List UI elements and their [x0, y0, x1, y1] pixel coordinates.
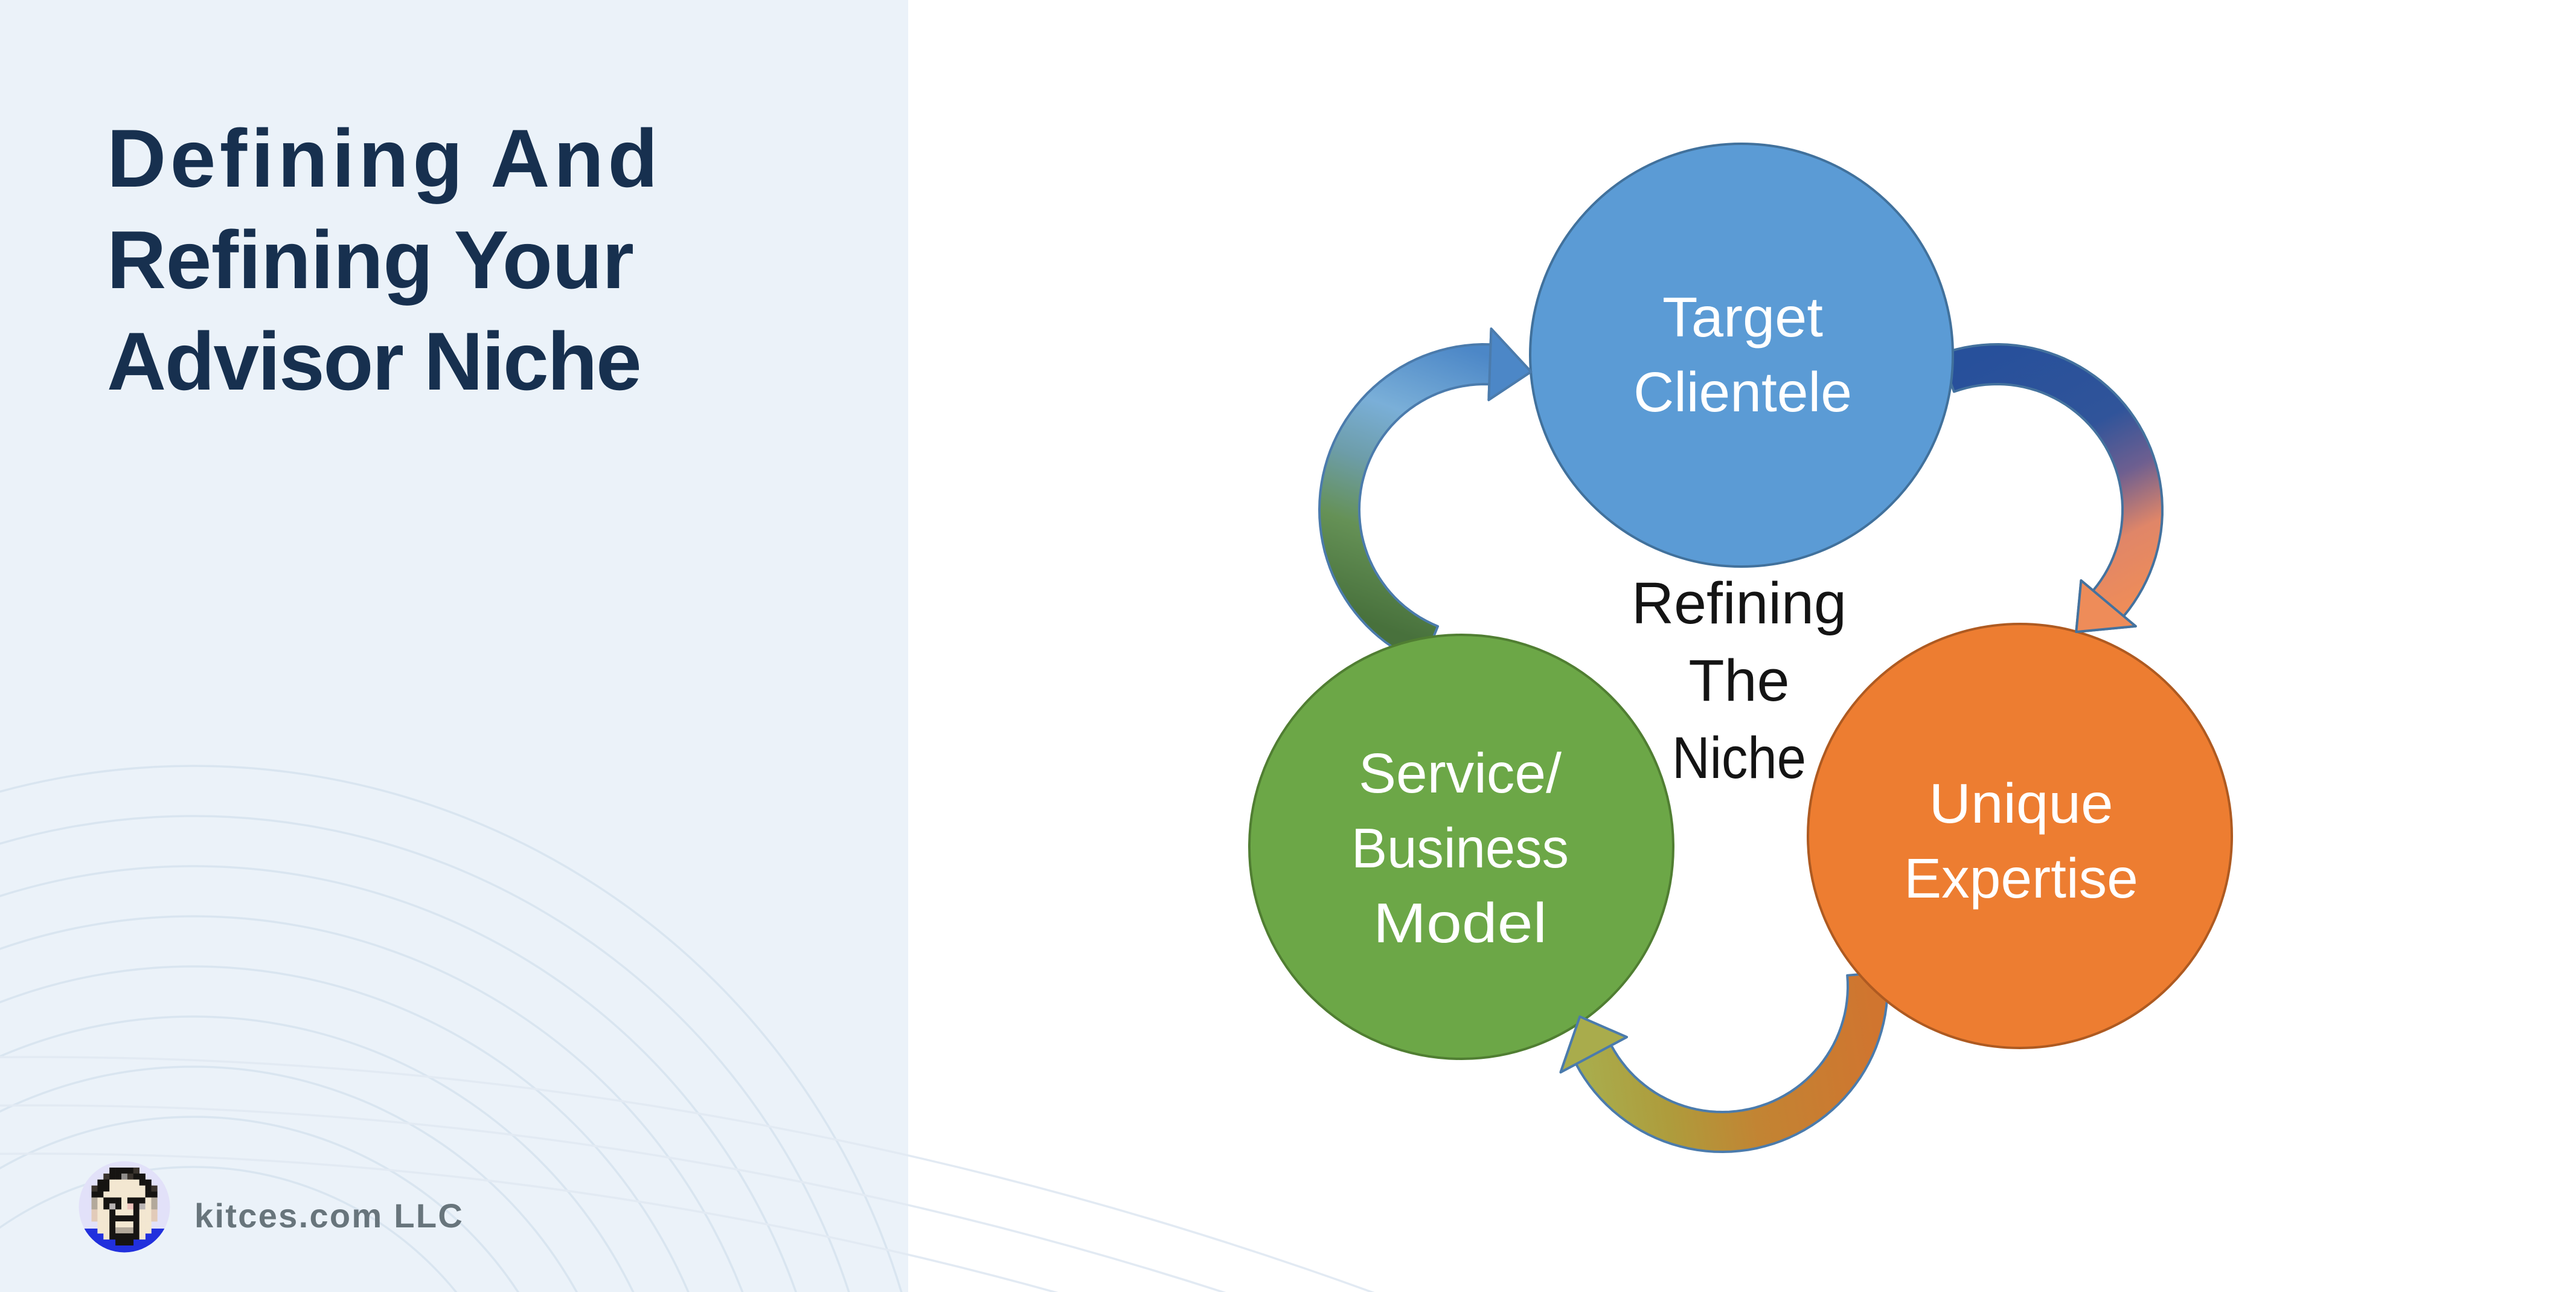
svg-text:Service/: Service/ [1359, 742, 1562, 805]
svg-text:Niche: Niche [1672, 725, 1806, 791]
svg-text:Refining: Refining [1632, 570, 1847, 636]
svg-text:Unique: Unique [1929, 772, 2113, 835]
svg-text:The: The [1688, 648, 1789, 713]
svg-text:Model: Model [1373, 892, 1547, 954]
svg-text:Business: Business [1351, 817, 1569, 879]
svg-text:Target: Target [1662, 286, 1823, 349]
svg-text:Expertise: Expertise [1904, 847, 2138, 910]
svg-text:Clientele: Clientele [1633, 361, 1852, 423]
